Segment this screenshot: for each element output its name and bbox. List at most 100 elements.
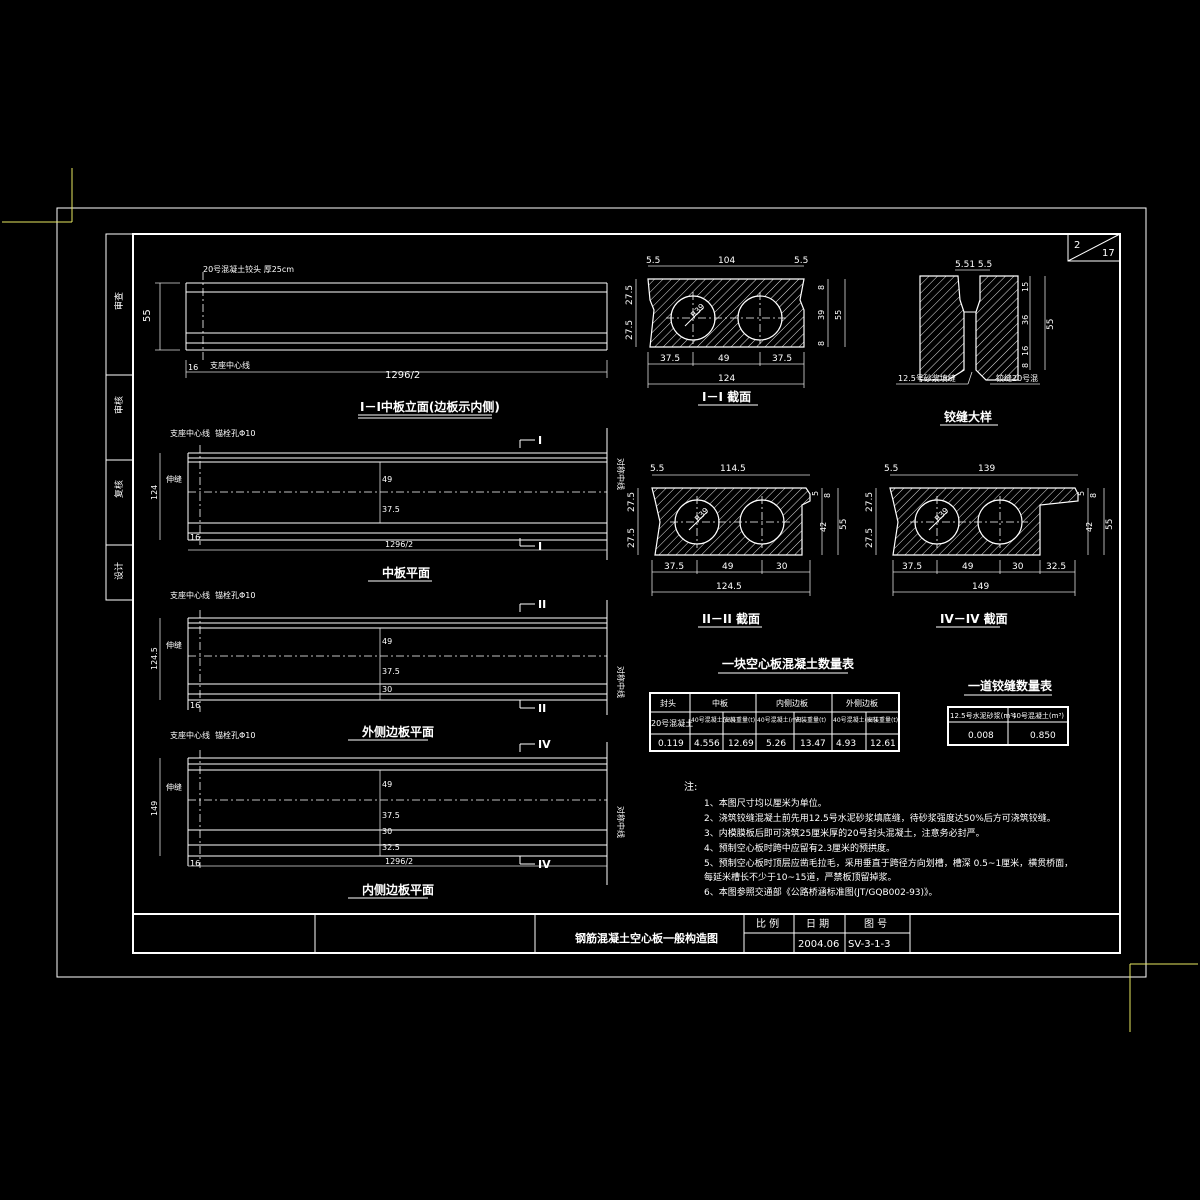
s1-total: 124 — [718, 374, 735, 384]
s2-dim-r1: 8 — [823, 493, 832, 498]
number-label: 图 号 — [864, 918, 887, 930]
side-label-design: 设计 — [113, 562, 125, 580]
note-2: 2、浇筑铰缝混凝土前先用12.5号水泥砂浆填底缝，待砂浆强度达50%后方可浇筑铰… — [704, 812, 1056, 824]
table2-val-0: 0.008 — [968, 731, 994, 741]
table1-title: 一块空心板混凝土数量表 — [722, 656, 855, 671]
inner-length: 1296/2 — [385, 857, 413, 866]
side-label-review: 审查 — [113, 292, 125, 310]
s4-dim-r3: 55 — [1105, 519, 1115, 530]
inner-bearing: 支座中心线 — [170, 730, 210, 740]
joint-dim-1: 36 — [1021, 315, 1030, 325]
s2-total: 124.5 — [716, 582, 742, 592]
s1-dim-r1: 39 — [817, 310, 826, 320]
mid-small: 16 — [190, 533, 200, 542]
table2-val-1: 0.850 — [1030, 731, 1056, 741]
note-3: 3、内模膜板后即可浇筑25厘米厚的20号封头混凝土，注意务必封严。 — [704, 827, 985, 839]
mid-anchor: 锚栓孔Φ10 — [215, 428, 255, 438]
drawing-title: 钢筋混凝土空心板一般构造图 — [575, 931, 718, 945]
outer-width: 124.5 — [150, 647, 159, 670]
joint-detail: 5.51 5.5 15 36 55 16 8 12.5号砂浆填缝 铰缝20号混 … — [896, 260, 1056, 426]
section-4: R39 5.5 139 27.5 27.5 5 8 42 55 37.5 49 … — [865, 464, 1115, 628]
mid-v2: 37.5 — [382, 505, 400, 514]
s2-dim-r3: 55 — [839, 519, 849, 530]
s4-title: IV－IV 截面 — [940, 611, 1008, 626]
inner-v3: 30 — [382, 827, 392, 836]
s1-bottom-2: 37.5 — [772, 354, 792, 364]
section-2: R39 5.5 114.5 27.5 27.5 5 8 42 55 37.5 4… — [627, 464, 849, 628]
table1-sub-1: 40号混凝土(m³) — [691, 716, 736, 724]
section-1: R39 5.5 104 5.5 27.5 27.5 8 39 55 8 37.5… — [625, 256, 846, 406]
date-label: 日 期 — [806, 918, 829, 930]
s4-bottom-0: 37.5 — [902, 562, 922, 572]
table1-val-2: 12.69 — [728, 739, 754, 749]
s4-top: 139 — [978, 464, 995, 474]
s1-top: 104 — [718, 256, 735, 266]
s1-top-left: 5.5 — [646, 256, 660, 266]
mid-length: 1296/2 — [385, 540, 413, 549]
inner-small: 16 — [190, 859, 200, 868]
note-1: 1、本图尺寸均以厘米为单位。 — [704, 797, 827, 809]
note-6: 6、本图参照交通部《公路桥涵标准图(JT/GQB002-93)》。 — [704, 886, 938, 898]
table1-val-1: 4.556 — [694, 739, 720, 749]
note-5: 5、预制空心板时顶层应凿毛拉毛，采用垂直于跨径方向划槽，槽深 0.5~1厘米，横… — [704, 857, 1073, 869]
elev-title: I－I中板立面(边板示内侧) — [360, 399, 500, 414]
mid-seam: 伸缝 — [166, 474, 182, 484]
elev-height: 55 — [142, 309, 153, 322]
note-4: 4、预制空心板时跨中应留有2.3厘米的预拱度。 — [704, 842, 895, 854]
s2-title: II－II 截面 — [702, 611, 760, 626]
corner-mark-top-left — [2, 168, 73, 223]
table1-val-4: 13.47 — [800, 739, 826, 749]
drawing-date: 2004.06 — [798, 939, 839, 950]
mid-cut-top: I — [538, 434, 542, 447]
joint-top: 5.51 5.5 — [955, 260, 992, 270]
elev-bearing: 支座中心线 — [210, 360, 250, 370]
notes-title: 注: — [684, 780, 697, 793]
s4-bottom-2: 30 — [1012, 562, 1024, 572]
s1-h1: 27.5 — [625, 285, 635, 305]
elev-small: 16 — [188, 363, 198, 372]
table1-sub-0: 20号混凝土 — [651, 718, 693, 728]
outer-v1: 49 — [382, 637, 392, 646]
sheet-page: 2 — [1074, 240, 1080, 251]
joint-dim-4: 8 — [1021, 363, 1030, 368]
s4-h1: 27.5 — [865, 492, 875, 512]
s4-dim-r0: 5 — [1077, 491, 1086, 496]
scale-label: 比 例 — [756, 917, 779, 930]
s4-dim-r2: 42 — [1085, 522, 1094, 532]
mid-plan-view: 支座中心线 锚栓孔Φ10 124 伸缝 49 37.5 16 1296/2 I … — [150, 428, 626, 582]
s1-dim-r3: 8 — [817, 341, 826, 346]
outer-side-label: 对称中线 — [616, 666, 626, 698]
table1-val-5: 4.93 — [836, 739, 856, 749]
mid-cut-bottom: I — [538, 540, 542, 553]
s1-bottom-1: 49 — [718, 354, 730, 364]
side-label-audit: 审核 — [113, 396, 125, 414]
outer-v3: 30 — [382, 685, 392, 694]
table2-head-1: 40号混凝土(m³) — [1012, 711, 1064, 720]
sheet-index-box: 2 17 — [1067, 233, 1121, 262]
mid-v1: 49 — [382, 475, 392, 484]
inner-plan-view: 支座中心线 锚栓孔Φ10 149 伸缝 49 37.5 30 32.5 16 1… — [150, 730, 626, 899]
outer-title: 外侧边板平面 — [362, 724, 434, 739]
s1-top-right: 5.5 — [794, 256, 808, 266]
table1-head-1: 中板 — [712, 698, 728, 708]
s1-title: I－I 截面 — [702, 389, 751, 404]
table1-head-0: 封头 — [660, 698, 676, 708]
table2-title: 一道铰缝数量表 — [968, 678, 1053, 693]
joint-label-right: 铰缝20号混 — [996, 373, 1038, 383]
s1-dim-r2: 55 — [834, 310, 843, 320]
outer-seam: 伸缝 — [166, 640, 182, 650]
s4-total: 149 — [972, 582, 989, 592]
inner-v4: 32.5 — [382, 843, 400, 852]
outer-cut-top: II — [538, 598, 546, 611]
inner-seam: 伸缝 — [166, 782, 182, 792]
s4-dim-r1: 8 — [1089, 493, 1098, 498]
inner-v2: 37.5 — [382, 811, 400, 820]
table1-sub-3: 40号混凝土(m³) — [757, 716, 802, 724]
outer-bearing: 支座中心线 — [170, 590, 210, 600]
table1-sub-2: 安装重量(t) — [724, 716, 755, 724]
mid-title: 中板平面 — [382, 565, 430, 580]
s1-bottom-0: 37.5 — [660, 354, 680, 364]
s2-h2: 27.5 — [627, 528, 637, 548]
table1-sub-5: 40号混凝土(m³) — [833, 716, 878, 724]
mid-bearing: 支座中心线 — [170, 428, 210, 438]
